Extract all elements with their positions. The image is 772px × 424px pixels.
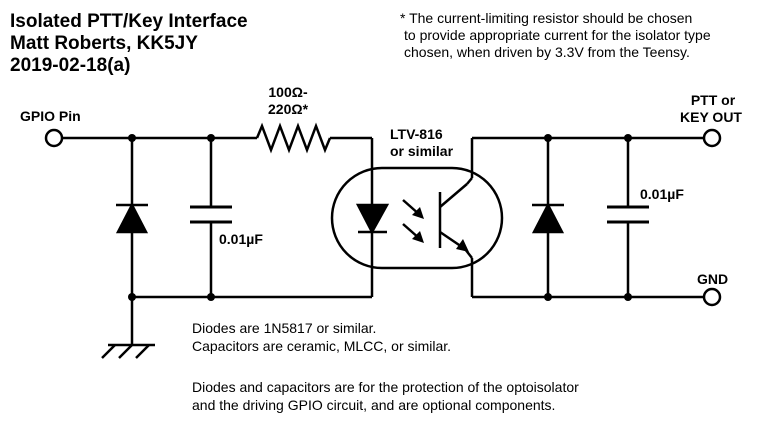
optocoupler-body bbox=[330, 166, 504, 270]
resistor bbox=[255, 122, 332, 154]
left-cap-label: 0.01µF bbox=[219, 231, 263, 247]
junction-dot bbox=[207, 134, 215, 142]
right-diode-triangle bbox=[531, 202, 565, 234]
notes-line-2: Capacitors are ceramic, MLCC, or similar… bbox=[192, 338, 452, 354]
junction-dot bbox=[624, 134, 632, 142]
transistor-collector bbox=[439, 183, 468, 208]
ptt-label-line-1: PTT or bbox=[690, 92, 736, 108]
notes-line-3: Diodes and capacitors are for the protec… bbox=[192, 379, 579, 395]
wire-collector-join bbox=[466, 177, 473, 185]
gpio-terminal bbox=[44, 128, 64, 148]
note-line-3: chosen, when driven by 3.3V from the Tee… bbox=[404, 44, 690, 60]
opto-label: LTV-816 or similar bbox=[390, 126, 453, 160]
note-line-2: to provide appropriate current for the i… bbox=[404, 27, 711, 43]
junction-dot bbox=[544, 293, 552, 301]
title-line-1: Isolated PTT/Key Interface bbox=[10, 11, 248, 32]
gnd-terminal bbox=[702, 287, 722, 307]
notes-block-1: Diodes are 1N5817 or similar. Capacitors… bbox=[192, 319, 451, 355]
ptt-terminal bbox=[702, 128, 722, 148]
resistor-label-line-1: 100Ω- bbox=[268, 84, 308, 100]
light-arrowhead-1 bbox=[412, 207, 424, 219]
left-diode-triangle bbox=[115, 202, 149, 234]
notes-line-1: Diodes are 1N5817 or similar. bbox=[192, 320, 377, 336]
junction-dot bbox=[624, 293, 632, 301]
opto-label-line-1: LTV-816 bbox=[390, 126, 443, 142]
ground-hatch-1 bbox=[101, 344, 116, 359]
junction-dot bbox=[544, 134, 552, 142]
resistor-note: * The current-limiting resistor should b… bbox=[400, 10, 760, 61]
ground-hatch-3 bbox=[135, 344, 150, 359]
right-cap-label: 0.01µF bbox=[640, 186, 684, 202]
opto-label-line-2: or similar bbox=[390, 143, 454, 159]
title-line-2: Matt Roberts, KK5JY bbox=[10, 33, 198, 54]
ptt-label: PTT or KEY OUT bbox=[680, 92, 742, 126]
title-line-3: 2019-02-18(a) bbox=[10, 55, 131, 76]
emitter-arrowhead bbox=[456, 239, 469, 252]
resistor-label: 100Ω- 220Ω* bbox=[268, 84, 308, 118]
diagram-title: Isolated PTT/Key Interface Matt Roberts,… bbox=[10, 11, 248, 77]
ptt-label-line-2: KEY OUT bbox=[680, 109, 742, 125]
junction-dot bbox=[207, 293, 215, 301]
gpio-pin-label: GPIO Pin bbox=[20, 108, 81, 124]
resistor-label-line-2: 220Ω* bbox=[268, 101, 309, 117]
note-line-1: * The current-limiting resistor should b… bbox=[400, 10, 693, 26]
light-arrowhead-2 bbox=[412, 231, 424, 243]
opto-led-triangle bbox=[355, 203, 390, 235]
ground-hatch-2 bbox=[118, 344, 133, 359]
gnd-label: GND bbox=[697, 271, 729, 287]
junction-dot bbox=[128, 293, 136, 301]
notes-block-2: Diodes and capacitors are for the protec… bbox=[192, 378, 579, 414]
junction-dot bbox=[128, 134, 136, 142]
notes-line-4: and the driving GPIO circuit, and are op… bbox=[192, 397, 556, 413]
